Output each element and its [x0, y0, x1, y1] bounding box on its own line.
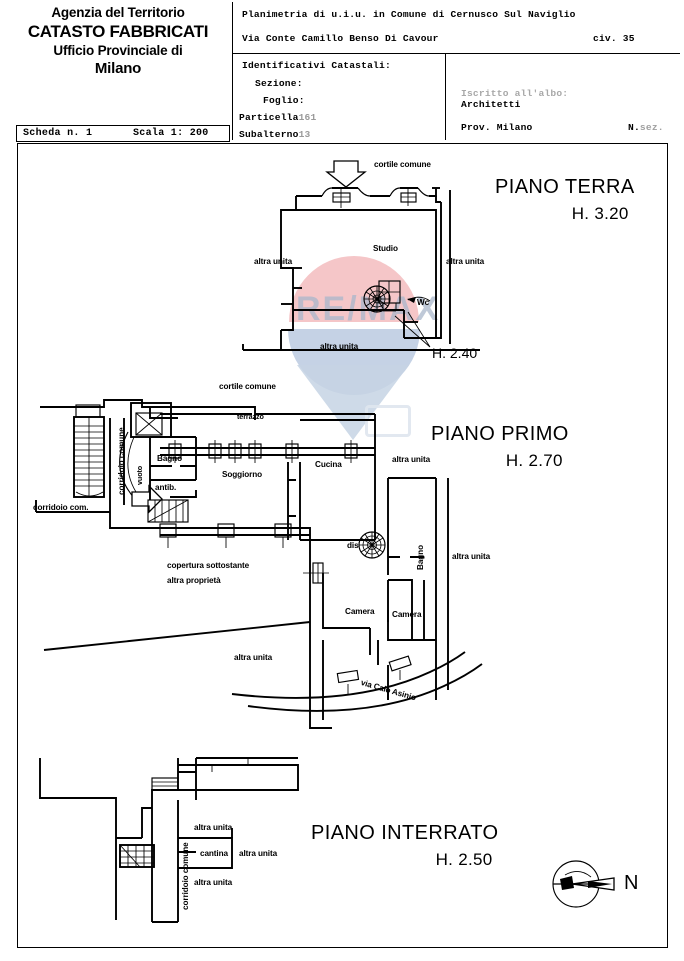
identificativi-label: Identificativi Catastali: — [242, 60, 391, 71]
piano-interrato-geometry — [39, 757, 299, 923]
civico-number: civ. 35 — [593, 33, 635, 44]
catasto-title: CATASTO FABBRICATI — [27, 22, 209, 41]
label-antib: antib. — [155, 483, 177, 492]
street-windows — [336, 655, 412, 684]
prov-label: Prov. Milano — [461, 122, 533, 133]
label-vuoto: vuoto — [135, 465, 144, 485]
iscritto-albo-label: Iscritto all'albo: — [461, 88, 569, 99]
subalterno-value: 13 — [298, 129, 311, 140]
identificativi-catastali-panel: Identificativi Catastali: Sezione: Fogli… — [232, 54, 446, 140]
label-camera-2: Camera — [392, 610, 422, 619]
label-altra-unita-int-right: altra unita — [239, 849, 278, 858]
agency-block: Agenzia del Territorio CATASTO FABBRICAT… — [12, 4, 224, 78]
label-copertura-sottostante: copertura sottostante — [167, 561, 250, 570]
label-altra-unita-int-top: altra unita — [194, 823, 233, 832]
subalterno-row: Subalterno13 — [239, 129, 311, 140]
spiral-stair-terra — [364, 286, 390, 312]
label-altra-unita-terra-left: altra unita — [254, 257, 293, 266]
foglio-label: Foglio: — [263, 95, 305, 106]
professionista-panel: Iscritto all'albo: Architetti Prov. Mila… — [446, 54, 680, 140]
label-camera-1: Camera — [345, 607, 375, 616]
particella-value: 161 — [298, 112, 317, 123]
entrance-arrow-primo — [131, 484, 163, 514]
label-corridoio-comune-primo: corridoio comune — [117, 427, 126, 495]
label-cantina: cantina — [200, 849, 228, 858]
sezione-label: Sezione: — [255, 78, 303, 89]
street-edge-outer — [231, 651, 466, 699]
header-right-panels: Planimetria di u.i.u. in Comune di Cernu… — [232, 2, 680, 140]
document-header: Agenzia del Territorio CATASTO FABBRICAT… — [0, 0, 684, 143]
planimetria-line: Planimetria di u.i.u. in Comune di Cernu… — [242, 9, 576, 20]
label-cortile-comune-primo: cortile comune — [219, 382, 276, 391]
label-dis: dis — [347, 541, 359, 550]
piano-primo-title: PIANO PRIMO H. 2.70 — [431, 423, 569, 470]
drawing-frame — [17, 143, 668, 948]
address-line: Via Conte Camillo Benso Di Cavour — [242, 33, 439, 44]
subalterno-label: Subalterno — [239, 129, 299, 140]
label-altra-unita-terra-bottom: altra unita — [320, 342, 359, 351]
label-altra-unita-primo-top: altra unita — [392, 455, 431, 464]
label-altra-unita-terra-right: altra unita — [446, 257, 485, 266]
street-edge-inner — [247, 663, 483, 712]
scheda-scala-box: Scheda n. 1 Scala 1: 200 — [16, 125, 230, 142]
planimetria-panel: Planimetria di u.i.u. in Comune di Cernu… — [232, 2, 680, 54]
label-cortile-comune-terra: cortile comune — [374, 160, 431, 169]
spiral-stair-primo — [359, 532, 385, 558]
label-terrazzo: terrazzo — [237, 412, 264, 421]
compass-rose — [552, 860, 615, 908]
label-altra-unita-int-bottom: altra unita — [194, 878, 233, 887]
ufficio-line: Ufficio Provinciale di — [53, 43, 183, 58]
agency-name: Agenzia del Territorio — [51, 5, 185, 20]
entrance-arrow-terra — [325, 160, 367, 188]
ufficio-city: Milano — [94, 60, 142, 77]
height-240-terra: H. 2.40 — [432, 345, 478, 361]
label-soggiorno: Soggiorno — [222, 470, 263, 479]
scala-value: Scala 1: 200 — [133, 128, 209, 139]
label-corridoio-comune-interrato: corridoio comune — [181, 842, 190, 910]
label-corridoio-com: corridoio com. — [33, 503, 89, 512]
label-cucina: Cucina — [315, 460, 342, 469]
piano-terra-geometry — [242, 160, 480, 351]
label-altra-unita-primo-bottom: altra unita — [234, 653, 273, 662]
compass-north-label: N — [624, 872, 639, 894]
label-studio: Studio — [373, 244, 398, 253]
albo-value: Architetti — [461, 99, 521, 110]
piano-interrato-title: PIANO INTERRATO H. 2.50 — [311, 822, 499, 869]
label-altra-proprieta: altra proprietà — [167, 576, 221, 585]
scheda-number: Scheda n. 1 — [23, 128, 93, 139]
piano-terra-title: PIANO TERRA H. 3.20 — [495, 176, 635, 223]
numero-label: N. — [628, 122, 640, 133]
label-wc: Wc — [417, 298, 430, 307]
stairs-primo — [74, 417, 104, 497]
particella-label: Particella — [239, 112, 299, 123]
label-bagno-primo-2: Bagno — [416, 545, 425, 570]
numero-row: N.sez. — [628, 122, 664, 133]
particella-row: Particella161 — [239, 112, 316, 123]
label-altra-unita-primo-right: altra unita — [452, 552, 491, 561]
piano-primo-geometry — [35, 399, 483, 729]
label-bagno-primo: Bagno — [157, 454, 182, 463]
numero-value: sez. — [639, 122, 664, 133]
